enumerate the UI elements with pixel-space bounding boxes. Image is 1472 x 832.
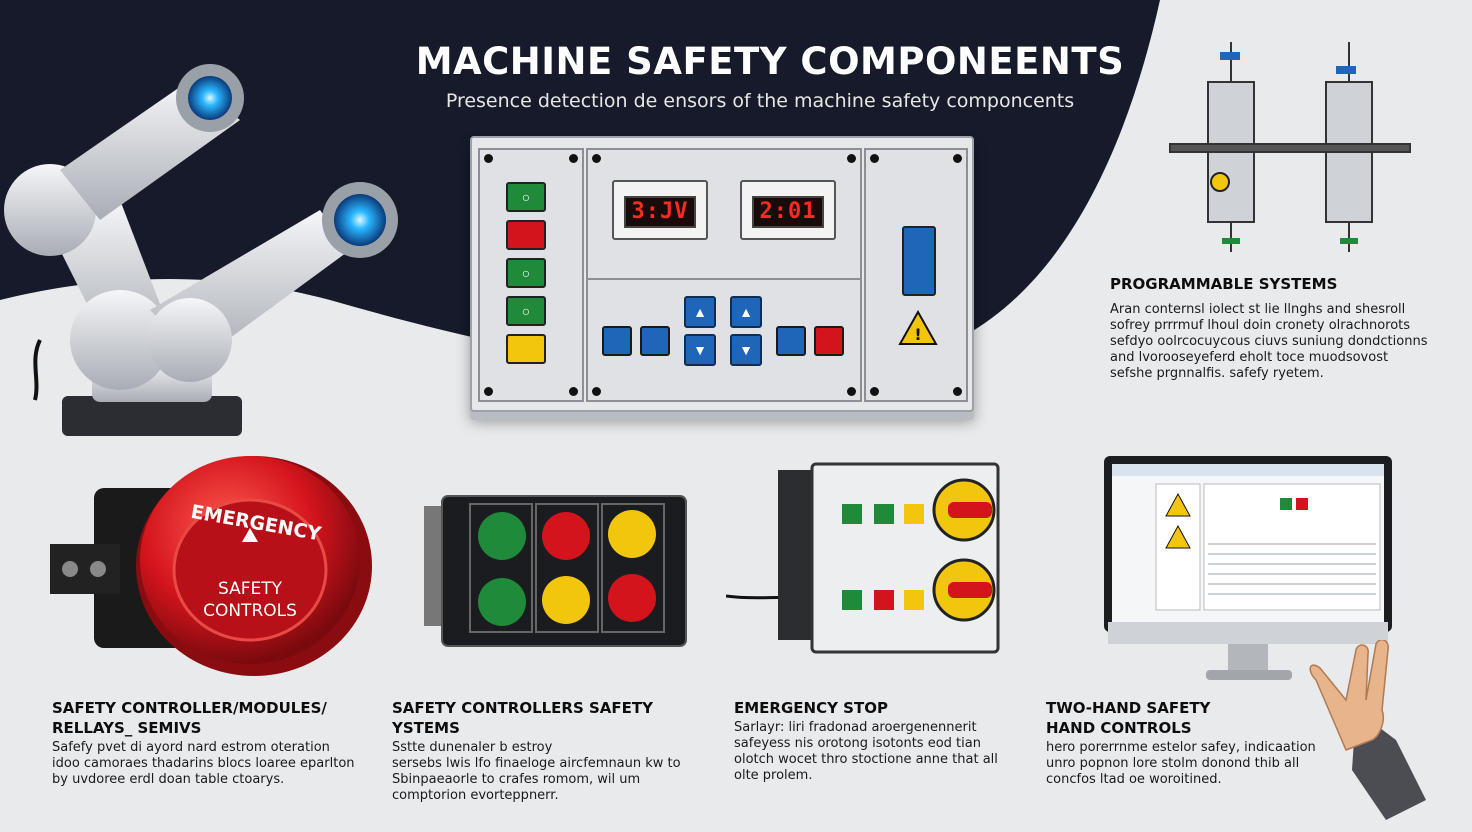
panel-right-section: ! bbox=[864, 148, 968, 402]
programmable-systems-caption: PROGRAMMABLE SYSTEMS Aran conternsl iole… bbox=[1110, 274, 1450, 382]
panel-blue-indicator bbox=[902, 226, 936, 296]
panel-blue-button-3[interactable] bbox=[776, 326, 806, 356]
down-arrow-button-2[interactable]: ▼ bbox=[730, 334, 762, 366]
emergency-stop-caption: EMERGENCY STOP Sarlayr: liri fradonad ar… bbox=[734, 698, 1034, 784]
emergency-stop-heading: EMERGENCY STOP bbox=[734, 699, 888, 717]
down-arrow-button-1[interactable]: ▼ bbox=[684, 334, 716, 366]
two-hand-safety-caption: TWO-HAND SAFETY HAND CONTROLS hero porer… bbox=[1046, 698, 1336, 788]
safety-controller-modules-heading: SAFETY CONTROLLER/MODULES/ bbox=[52, 699, 327, 717]
digital-display-right: 2:01 bbox=[740, 180, 836, 240]
two-hand-safety-text: hero porerrnme estelor safey, indicaatio… bbox=[1046, 740, 1316, 787]
emergency-stop-box-image bbox=[726, 462, 1000, 654]
panel-green-button-3[interactable]: ○ bbox=[506, 296, 546, 326]
safety-controller-modules-text: Safefy pvet di ayord nard estrom oterati… bbox=[52, 740, 355, 787]
up-arrow-button-2[interactable]: ▲ bbox=[730, 296, 762, 328]
emergency-center-text: SAFETY CONTROLS bbox=[203, 579, 297, 621]
safety-controllers-systems-heading: SAFETY CONTROLLERS SAFETY YSTEMS bbox=[392, 699, 654, 737]
control-panel: ○ ○ ○ 3:JV 2:01 ▲ ▲ ▼ ▼ ! bbox=[470, 136, 974, 412]
panel-red-small-button[interactable] bbox=[814, 326, 844, 356]
emergency-button-image bbox=[50, 456, 372, 676]
safety-controllers-systems-text: Sstte dunenaler b estroy sersebs lwis lf… bbox=[392, 740, 681, 803]
display-right-value: 2:01 bbox=[752, 196, 824, 228]
warning-icon: ! bbox=[898, 310, 938, 345]
panel-red-button[interactable] bbox=[506, 220, 546, 250]
panel-blue-button-2[interactable] bbox=[640, 326, 670, 356]
display-left-value: 3:JV bbox=[624, 196, 696, 228]
panel-green-button-2[interactable]: ○ bbox=[506, 258, 546, 288]
panel-green-button-1[interactable]: ○ bbox=[506, 182, 546, 212]
page-subtitle: Presence detection de ensors of the mach… bbox=[445, 90, 1075, 112]
digital-display-left: 3:JV bbox=[612, 180, 708, 240]
up-arrow-button-1[interactable]: ▲ bbox=[684, 296, 716, 328]
robot-arm-image bbox=[4, 64, 398, 436]
emergency-stop-text: Sarlayr: liri fradonad aroergenennerit s… bbox=[734, 720, 998, 783]
safety-controller-modules-caption: SAFETY CONTROLLER/MODULES/ RELLAYS_ SEMI… bbox=[52, 698, 372, 788]
panel-left-section: ○ ○ ○ bbox=[478, 148, 584, 402]
panel-blue-button-1[interactable] bbox=[602, 326, 632, 356]
pushbutton-panel-image bbox=[424, 495, 687, 647]
two-hand-safety-heading: TWO-HAND SAFETY bbox=[1046, 699, 1211, 717]
safety-controllers-systems-caption: SAFETY CONTROLLERS SAFETY YSTEMS Sstte d… bbox=[392, 698, 712, 804]
page-title: MACHINE SAFETY COMPONEENTS bbox=[415, 40, 1125, 83]
panel-middle-section: 3:JV 2:01 ▲ ▲ ▼ ▼ bbox=[586, 148, 862, 402]
linear-actuator-image bbox=[1169, 42, 1411, 252]
programmable-systems-heading: PROGRAMMABLE SYSTEMS bbox=[1110, 275, 1338, 293]
svg-text:!: ! bbox=[914, 325, 921, 344]
panel-yellow-button[interactable] bbox=[506, 334, 546, 364]
programmable-systems-text: Aran conternsl iolect st lie llnghs and … bbox=[1110, 302, 1428, 381]
hand-image bbox=[1309, 640, 1426, 820]
monitor-image bbox=[1104, 456, 1392, 680]
